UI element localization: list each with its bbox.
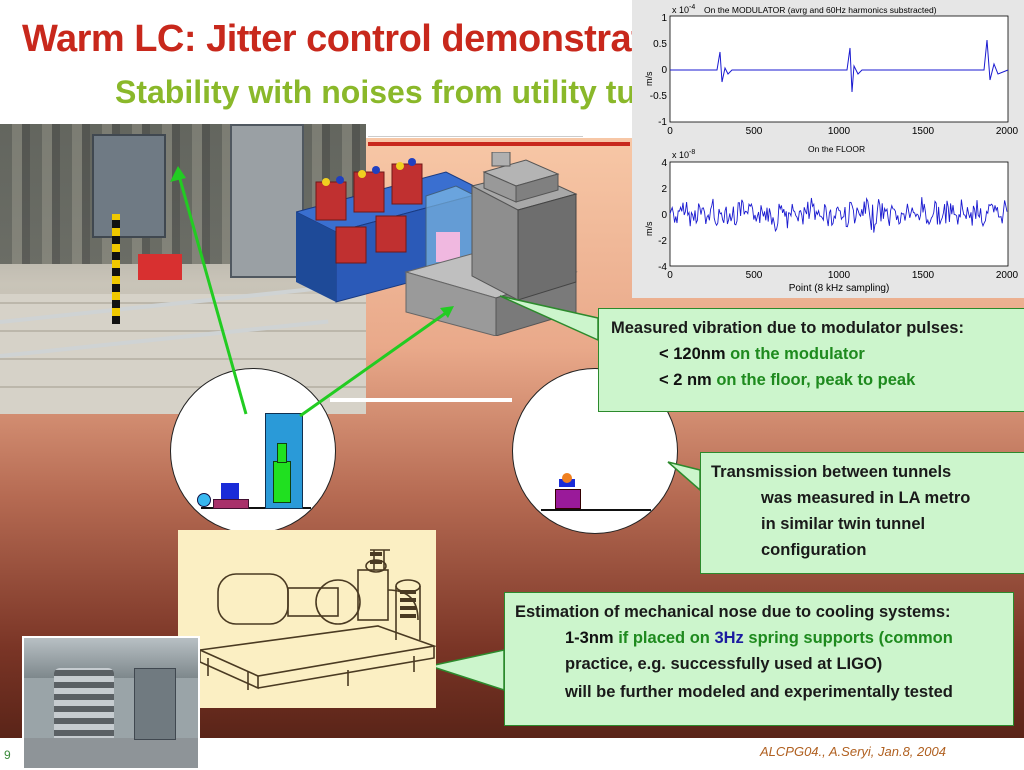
cooling-line3: practice, e.g. successfully used at LIGO… [565,655,883,673]
svg-text:500: 500 [746,270,763,281]
svg-text:-1: -1 [658,117,667,128]
vibration-plots: x 10-4 On the MODULATOR (avrg and 60Hz h… [632,0,1024,298]
right-orange-dot [562,473,572,483]
footer-credit: ALCPG04., A.Seryi, Jan.8, 2004 [760,744,946,759]
left-small-sphere [197,493,211,507]
transmission-line1: Transmission between tunnels [711,463,952,481]
top-plot-ylabel: m/s [644,71,654,86]
arrowhead-photo [170,166,186,182]
callout-vibration: Measured vibration due to modulator puls… [598,308,1024,412]
svg-text:0: 0 [661,210,667,221]
svg-text:2: 2 [661,184,667,195]
svg-text:-2: -2 [658,236,667,247]
modulator-inner-top [277,443,287,463]
photo-to-column-line [176,171,248,415]
callout-tail-vibration [499,295,599,342]
right-ground-line [541,509,651,511]
transmission-line2: was measured in LA metro [761,489,971,507]
cooling-line4: will be further modeled and experimental… [565,683,953,701]
damper-bracket [134,668,176,740]
svg-text:0: 0 [661,65,667,76]
bottom-plot-title: On the FLOOR [808,144,865,154]
photo-cabinet [92,134,166,238]
damper-floor [24,738,198,768]
callout-cooling: Estimation of mechanical nose due to coo… [504,592,1014,726]
svg-text:1500: 1500 [912,270,935,281]
spring-damper-photo [22,636,200,770]
top-plot-xticks: 0 500 1000 1500 2000 [667,126,1018,137]
bottom-plot-trace [669,197,1008,233]
top-plot-trace [670,39,1009,93]
svg-text:1: 1 [661,13,667,24]
svg-text:2000: 2000 [996,126,1019,137]
right-base-block [555,489,581,509]
left-ground-line [201,507,311,509]
svg-text:0: 0 [667,270,673,281]
transmission-line3: in similar twin tunnel [761,515,926,533]
callout-transmission: Transmission between tunnels was measure… [700,452,1024,574]
damper-spring [54,668,114,748]
top-plot-exponent: x 10-4 [672,4,695,15]
left-base-block [213,499,249,509]
bottom-plot-ylabel: m/s [644,221,654,236]
callout-tail-cooling [427,649,505,692]
vibration-line3: < 2 nm on the floor, peak to peak [659,371,916,389]
svg-text:2000: 2000 [996,270,1019,281]
svg-text:1000: 1000 [828,126,851,137]
transmission-line4: configuration [761,541,867,559]
cooling-line2: 1-3nm if placed on 3Hz spring supports (… [565,629,953,647]
svg-text:-0.5: -0.5 [650,91,668,102]
bottom-plot-yticks: 4 2 0 -2 -4 [658,158,667,273]
left-equipment-block [221,483,239,499]
slide-subtitle: Stability with noises from utility tunne… [115,74,702,110]
bottom-plot-xticks: 0 500 1000 1500 2000 [667,270,1018,281]
top-plot-yticks: 1 0.5 0 -0.5 -1 [650,13,668,128]
cooling-line1: Estimation of mechanical nose due to coo… [515,603,951,621]
svg-text:1000: 1000 [828,270,851,281]
pump-sketch [178,530,436,708]
photo-cabinet-right [230,124,304,278]
svg-text:0: 0 [667,126,673,137]
callout-tail-transmission [667,461,701,492]
svg-text:0.5: 0.5 [653,39,667,50]
svg-text:-4: -4 [658,262,667,273]
vibration-line2: < 120nm on the modulator [659,345,865,363]
bottom-plot-exponent: x 10-8 [672,149,695,160]
title-rule-grey [368,136,583,137]
photo-red-box [138,254,182,280]
top-plot-title: On the MODULATOR (avrg and 60Hz harmonic… [704,5,937,15]
top-plot-area [669,15,1009,123]
photo-warning-post [112,214,120,324]
right-equipment-block [559,479,575,487]
svg-text:1500: 1500 [912,126,935,137]
vibration-line1: Measured vibration due to modulator puls… [611,319,964,337]
column-to-modulator-line [299,308,451,418]
title-rule-red [368,142,630,146]
tunnel-cross-section-left [170,368,336,534]
page-number: 9 [4,748,11,762]
svg-text:500: 500 [746,126,763,137]
arrowhead-modulator [440,306,454,318]
svg-text:4: 4 [661,158,667,169]
bottom-plot-xlabel: Point (8 kHz sampling) [789,283,890,294]
